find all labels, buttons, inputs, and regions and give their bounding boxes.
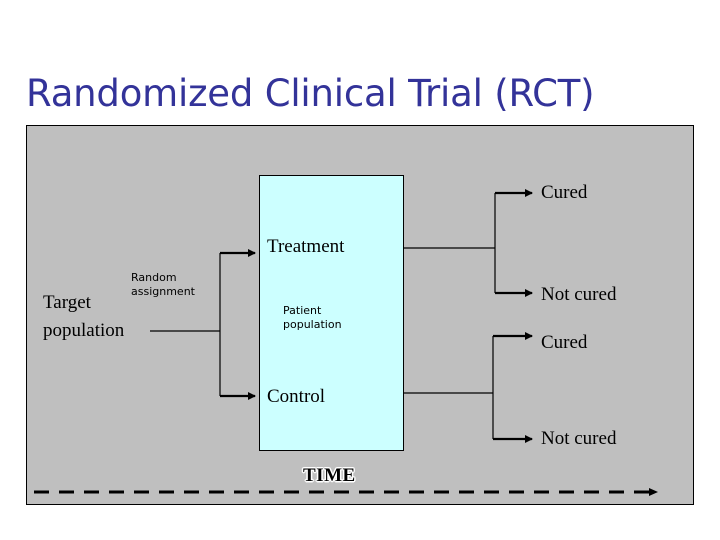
time-axis-label: TIME [303,465,356,486]
treatment-arm-label: Treatment [267,236,345,257]
outcome-treatment-cured: Cured [541,182,588,203]
patient-population-label-line2: population [283,318,342,331]
outcome-control-cured: Cured [541,332,588,353]
patient-population-label-line1: Patient [283,304,322,317]
page-title: Randomized Clinical Trial (RCT) [26,72,595,115]
random-assignment-label-line1: Random [131,271,177,284]
target-population-label-line1: Target [43,292,91,313]
target-population-label-line2: population [43,320,125,341]
diagram-panel: Target population Random assignment Trea… [26,125,694,505]
outcome-control-not-cured: Not cured [541,428,617,449]
control-arm-label: Control [267,386,326,407]
patient-population-box [259,175,404,451]
outcome-treatment-not-cured: Not cured [541,284,617,305]
random-assignment-label-line2: assignment [131,285,195,298]
